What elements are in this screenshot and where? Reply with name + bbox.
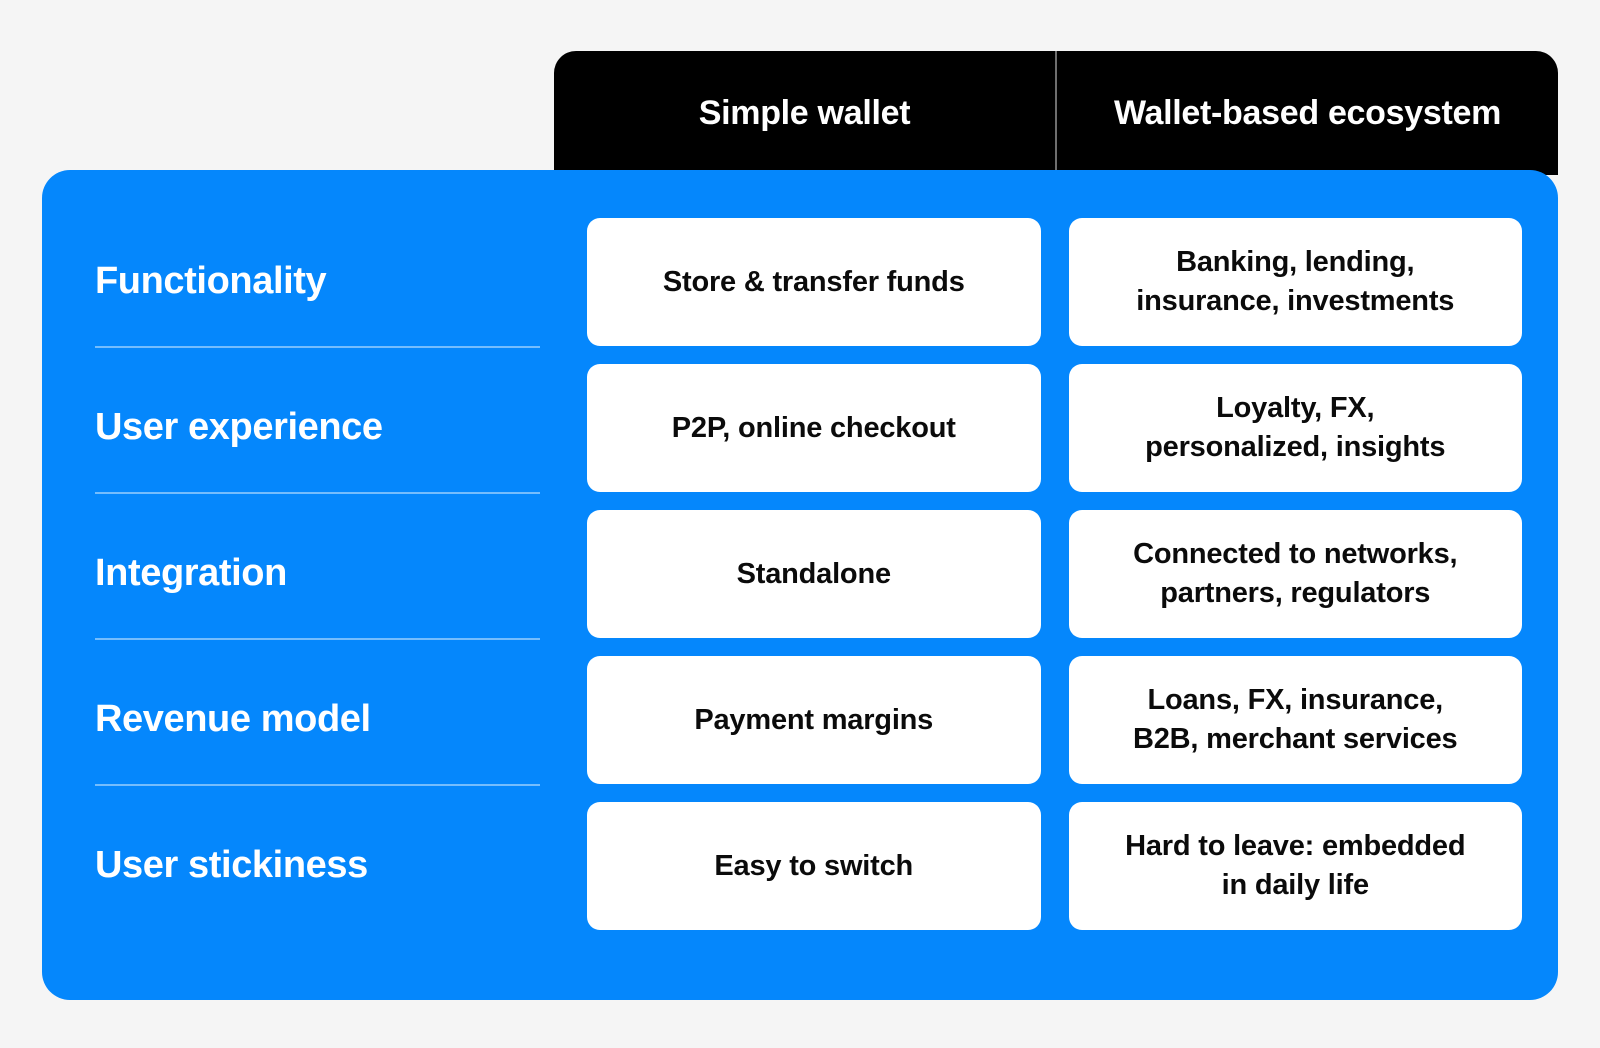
row-label-functionality: Functionality bbox=[95, 260, 327, 303]
cell-user-stickiness-simple-wallet: Easy to switch bbox=[587, 802, 1041, 930]
table-row: Functionality Store & transfer funds Ban… bbox=[42, 218, 1558, 346]
row-cells: Standalone Connected to networks, partne… bbox=[587, 510, 1558, 638]
table-rows: Functionality Store & transfer funds Ban… bbox=[42, 170, 1558, 1000]
table-row: Integration Standalone Connected to netw… bbox=[42, 510, 1558, 638]
cell-revenue-model-wallet-ecosystem: Loans, FX, insurance, B2B, merchant serv… bbox=[1068, 656, 1522, 784]
table-body-panel: Functionality Store & transfer funds Ban… bbox=[42, 170, 1558, 1000]
table-row: User experience P2P, online checkout Loy… bbox=[42, 364, 1558, 492]
row-divider bbox=[95, 784, 540, 786]
table-row: Revenue model Payment margins Loans, FX,… bbox=[42, 656, 1558, 784]
row-cells: Easy to switch Hard to leave: embedded i… bbox=[587, 802, 1558, 930]
row-cells: Store & transfer funds Banking, lending,… bbox=[587, 218, 1558, 346]
column-header-simple-wallet: Simple wallet bbox=[698, 93, 911, 132]
table-header: Simple wallet Wallet-based ecosystem bbox=[554, 51, 1558, 175]
cell-functionality-wallet-ecosystem: Banking, lending, insurance, investments bbox=[1068, 218, 1522, 346]
row-label-revenue-model: Revenue model bbox=[95, 698, 371, 741]
row-divider bbox=[95, 638, 540, 640]
cell-user-experience-wallet-ecosystem: Loyalty, FX, personalized, insights bbox=[1068, 364, 1522, 492]
cell-functionality-simple-wallet: Store & transfer funds bbox=[587, 218, 1041, 346]
cell-revenue-model-simple-wallet: Payment margins bbox=[587, 656, 1041, 784]
table-row: User stickiness Easy to switch Hard to l… bbox=[42, 802, 1558, 930]
cell-user-stickiness-wallet-ecosystem: Hard to leave: embedded in daily life bbox=[1068, 802, 1522, 930]
row-divider bbox=[95, 492, 540, 494]
row-label-integration: Integration bbox=[95, 552, 287, 595]
row-cells: Payment margins Loans, FX, insurance, B2… bbox=[587, 656, 1558, 784]
cell-integration-simple-wallet: Standalone bbox=[587, 510, 1041, 638]
cell-user-experience-simple-wallet: P2P, online checkout bbox=[587, 364, 1041, 492]
column-header-wallet-based-ecosystem: Wallet-based ecosystem bbox=[1055, 51, 1558, 175]
row-label-user-experience: User experience bbox=[95, 406, 383, 449]
cell-integration-wallet-ecosystem: Connected to networks, partners, regulat… bbox=[1068, 510, 1522, 638]
row-label-user-stickiness: User stickiness bbox=[95, 844, 368, 887]
row-cells: P2P, online checkout Loyalty, FX, person… bbox=[587, 364, 1558, 492]
row-divider bbox=[95, 346, 540, 348]
